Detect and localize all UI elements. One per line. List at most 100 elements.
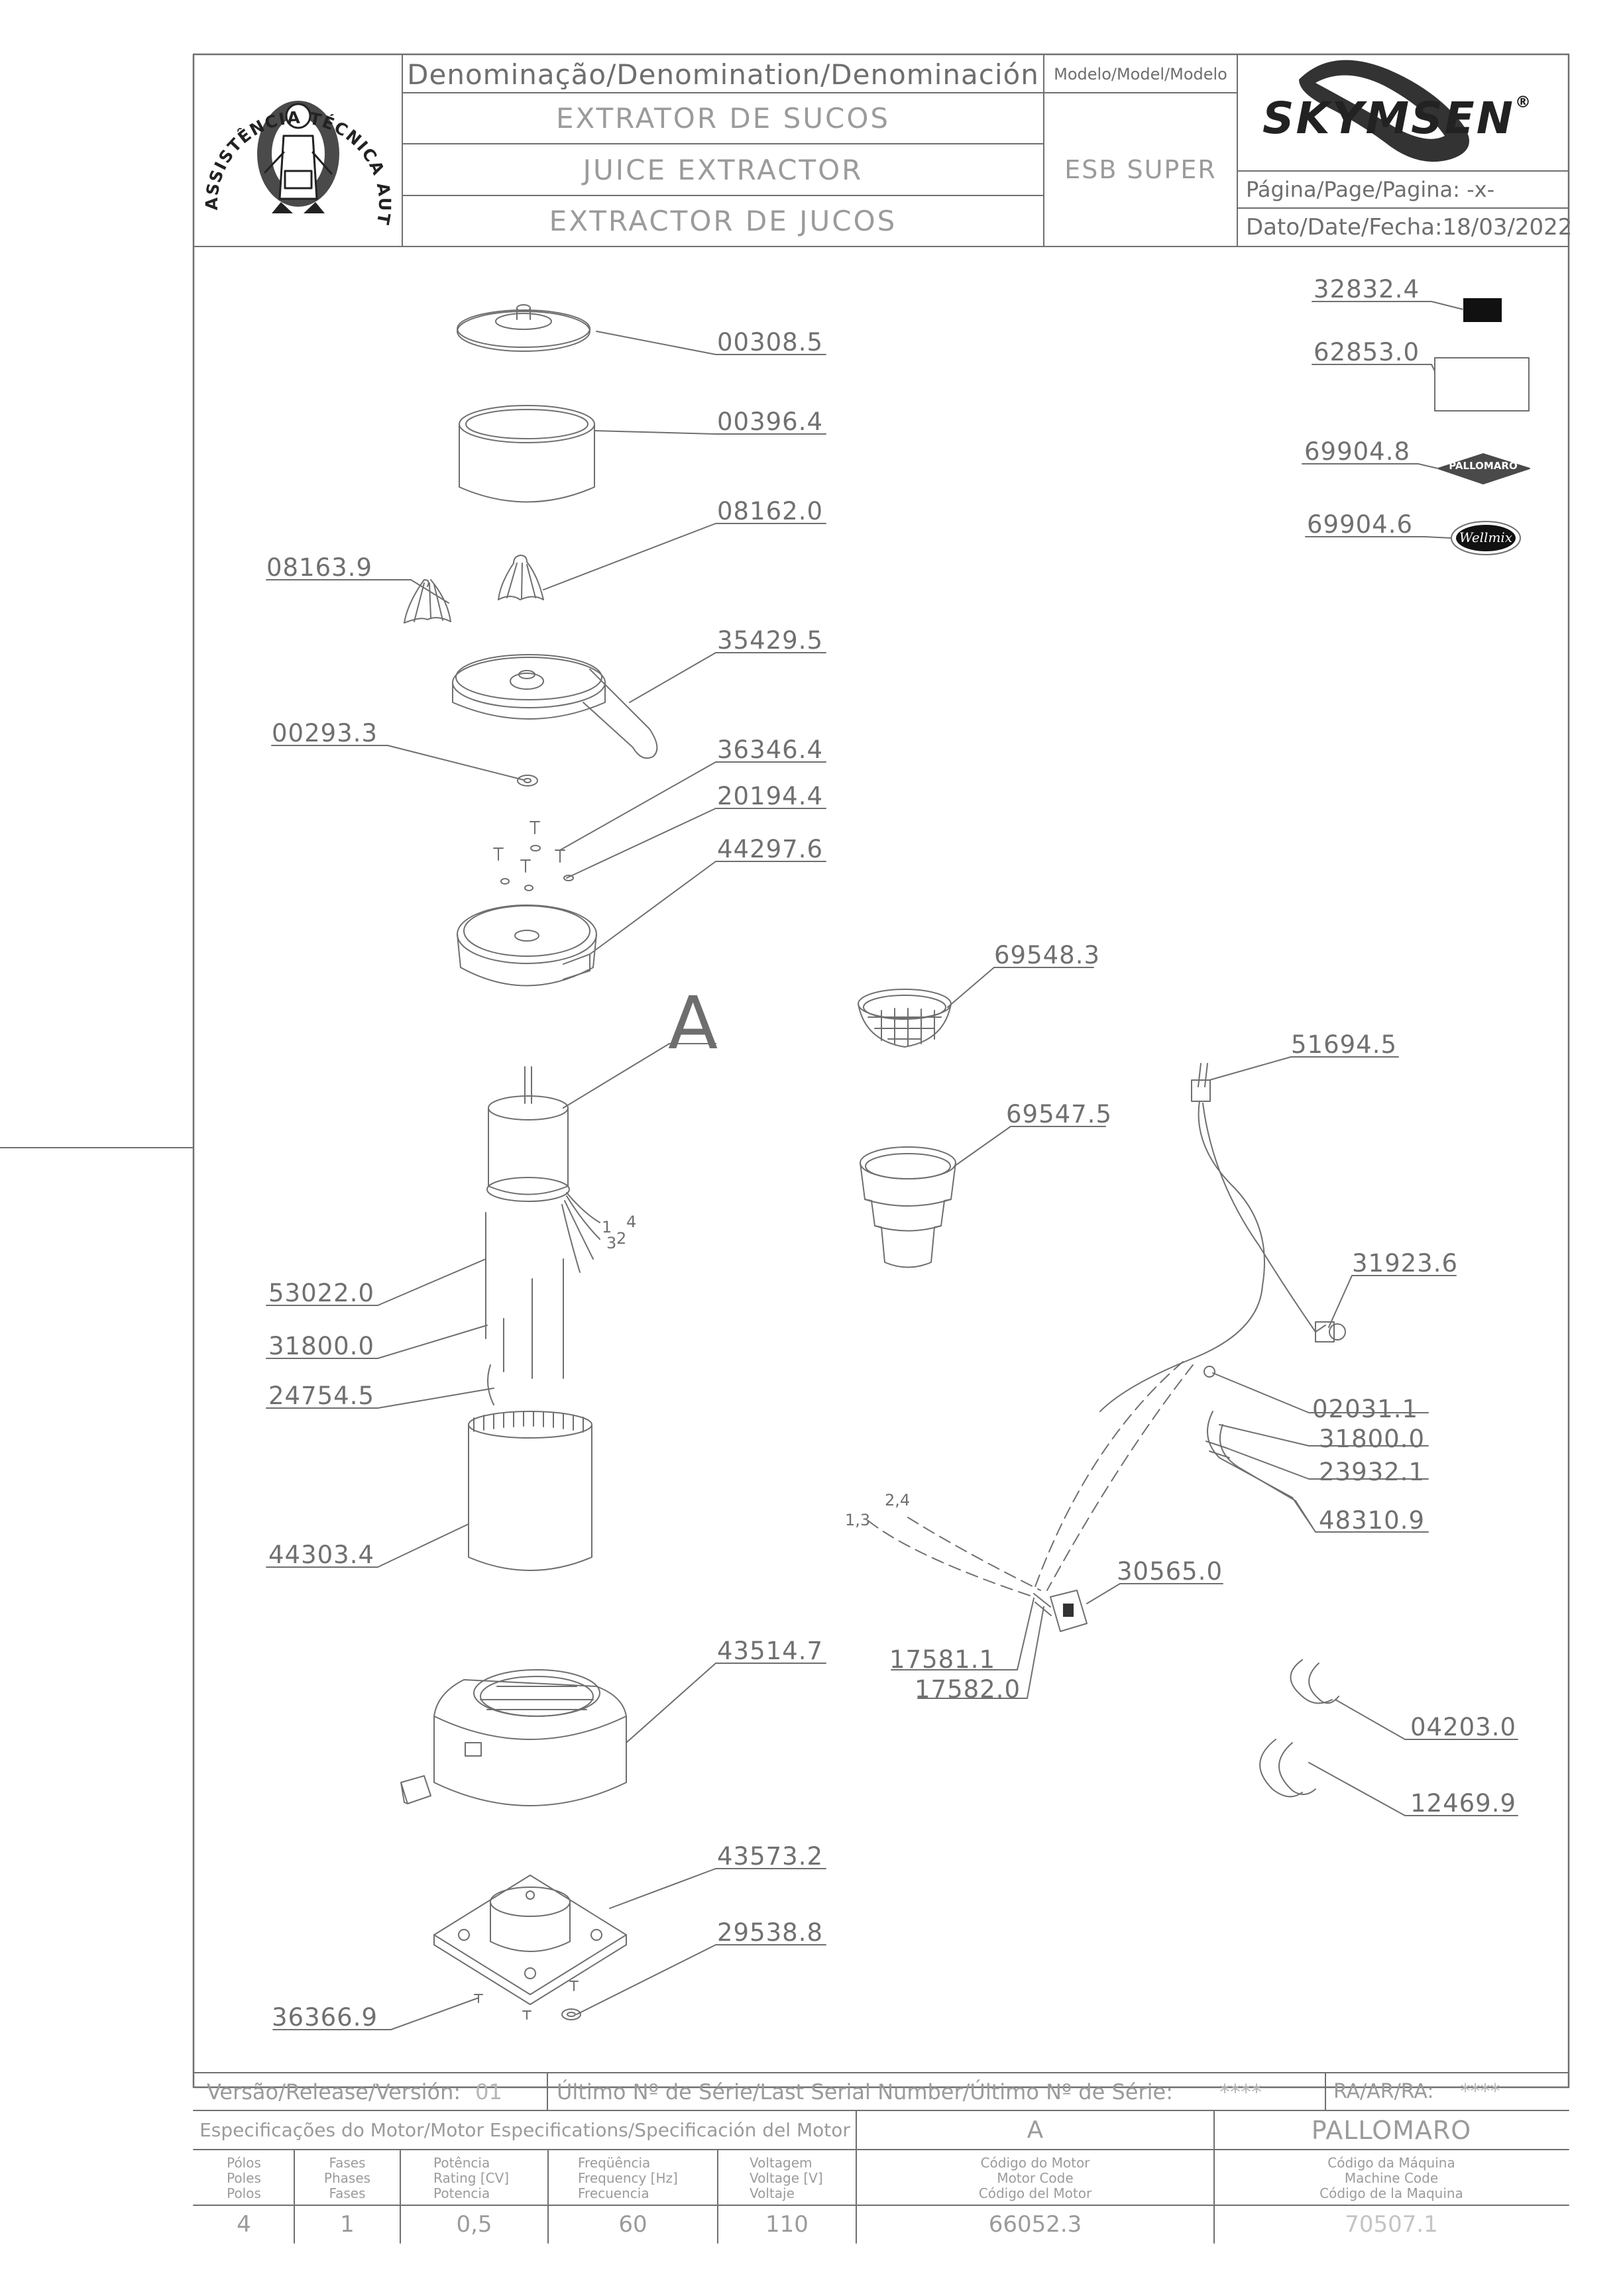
part-number: 31800.0 <box>268 1332 375 1360</box>
ra-row: RA/AR/RA: **** <box>1333 2073 1569 2110</box>
part-number: 36366.9 <box>272 2003 378 2032</box>
footer-grid <box>193 2072 1569 2244</box>
part-juice-tray-drawing <box>452 654 658 759</box>
part-label-white-drawing <box>1434 357 1530 411</box>
release-value: 01 <box>475 2079 502 2105</box>
section-letter-a: A <box>668 981 718 1066</box>
part-clamps-drawing <box>1203 1366 1296 1502</box>
motor-brand: PALLOMARO <box>1311 2115 1472 2145</box>
part-housing-drawing <box>400 1669 627 1806</box>
part-switch-drawing <box>1033 1590 1088 1632</box>
part-number: 30565.0 <box>1117 1557 1223 1586</box>
page-label: Página/Page/Pagina: -x- <box>1246 177 1495 202</box>
product-name-pt: EXTRATOR DE SUCOS <box>555 102 891 135</box>
serial-label: Último Nº de Série/Last Serial Number/Úl… <box>557 2079 1173 2105</box>
part-feet-drawing <box>474 1981 581 2020</box>
stamp-text: ASSISTÊNCIA TÉCNICA AUTORIZADA <box>0 0 393 227</box>
wire-label: 2 <box>616 1229 627 1248</box>
part-number: 02031.1 <box>1312 1395 1419 1423</box>
part-rods-drawing <box>485 1212 564 1405</box>
part-number: 31923.6 <box>1352 1249 1459 1278</box>
ra-label: RA/AR/RA: <box>1333 2080 1434 2103</box>
part-cone-large-drawing <box>498 555 544 600</box>
part-number: 20194.4 <box>717 782 824 810</box>
part-motor-drawing <box>486 1066 600 1273</box>
part-label-black-drawing <box>1463 298 1502 322</box>
title-block-grid <box>193 54 1569 247</box>
value-voltage: 110 <box>765 2211 809 2238</box>
part-number: 69904.6 <box>1307 510 1414 539</box>
part-number: 23932.1 <box>1319 1458 1426 1486</box>
part-number: 00396.4 <box>717 408 824 436</box>
part-number: 00293.3 <box>272 719 378 747</box>
part-spring-clip-b-drawing <box>1259 1739 1316 1798</box>
brand-logo-swoosh <box>1299 60 1469 162</box>
part-number: 43573.2 <box>717 1842 824 1871</box>
denomination-label: Denominação/Denomination/Denominación <box>407 58 1039 91</box>
serial-value: **** <box>1219 2079 1262 2105</box>
part-number: 48310.9 <box>1319 1506 1426 1535</box>
product-name-en: JUICE EXTRACTOR <box>583 153 864 186</box>
part-number: 00308.5 <box>717 328 824 356</box>
part-number: 17582.0 <box>915 1675 1021 1704</box>
ra-value: **** <box>1460 2080 1500 2103</box>
wire-label: 4 <box>626 1213 637 1231</box>
part-pallomaro-badge-drawing <box>1437 453 1530 484</box>
part-sieve-drawing <box>858 989 952 1048</box>
part-cup-drawing <box>860 1146 956 1268</box>
part-number: 43514.7 <box>717 1637 824 1665</box>
value-power: 0,5 <box>456 2211 492 2238</box>
wire-label: 1,3 <box>845 1511 871 1529</box>
wire-label: 1 <box>602 1218 612 1236</box>
part-motor-shell-drawing <box>468 1411 592 1571</box>
part-base-plate-drawing <box>433 1875 627 2005</box>
part-number: 69548.3 <box>994 941 1101 969</box>
part-number: 29538.8 <box>717 1918 824 1947</box>
value-frequency: 60 <box>618 2211 647 2238</box>
brand-name: SKYMSEN® <box>1262 93 1534 144</box>
product-name-es: EXTRACTOR DE JUCOS <box>549 205 897 237</box>
part-number: 53022.0 <box>268 1279 375 1307</box>
value-motor-code: 66052.3 <box>988 2211 1082 2238</box>
wire-label: 2,4 <box>885 1491 911 1509</box>
part-number: 44297.6 <box>717 835 824 863</box>
release-label: Versão/Release/Versión: <box>207 2079 461 2105</box>
part-number: 62853.0 <box>1314 338 1420 366</box>
part-number: 32832.4 <box>1314 275 1420 303</box>
part-washer-drawing <box>517 775 538 787</box>
part-filter-base-drawing <box>457 904 597 987</box>
part-number: 35429.5 <box>717 626 824 655</box>
part-number: 36346.4 <box>717 736 824 764</box>
leader-lines <box>266 301 1518 2030</box>
sheet-border <box>192 53 1570 2089</box>
model-value: ESB SUPER <box>1064 155 1217 184</box>
part-cup-ring-drawing <box>459 405 595 503</box>
part-number: 08162.0 <box>717 497 824 525</box>
part-screws-drawing <box>493 821 574 891</box>
part-harness-drawing <box>867 1361 1194 1598</box>
value-poles: 4 <box>237 2211 251 2238</box>
date-label: Dato/Date/Fecha:18/03/2022 <box>1246 214 1573 241</box>
motor-spec-label: Especificações do Motor/Motor Especifica… <box>199 2119 850 2141</box>
part-spring-clip-a-drawing <box>1290 1659 1339 1704</box>
release-row: Versão/Release/Versión: 01 <box>207 2073 547 2110</box>
registered-mark: ® <box>1515 93 1534 111</box>
part-lid-drawing <box>457 304 590 352</box>
assistance-stamp-logo: ASSISTÊNCIA TÉCNICA AUTORIZADA <box>0 0 394 227</box>
motor-letter: A <box>1027 2116 1044 2144</box>
wellmix-badge-text: Wellmix <box>1459 529 1513 545</box>
part-number: 08163.9 <box>266 553 373 582</box>
part-number: 24754.5 <box>268 1382 375 1410</box>
part-number: 69547.5 <box>1006 1100 1113 1128</box>
svg-text:ASSISTÊNCIA TÉCNICA AUTORIZADA: ASSISTÊNCIA TÉCNICA AUTORIZADA <box>0 0 394 227</box>
part-cone-small-drawing <box>404 579 451 624</box>
value-phases: 1 <box>340 2211 355 2238</box>
value-machine-code: 70507.1 <box>1345 2211 1438 2238</box>
